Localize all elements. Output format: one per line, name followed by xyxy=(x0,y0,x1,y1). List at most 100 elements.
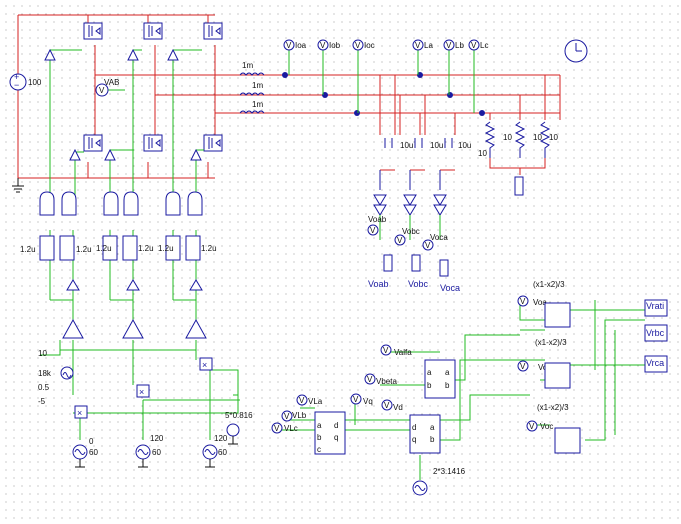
resistor-1-value: 10 xyxy=(503,133,512,142)
deadtime-1: 1.2u xyxy=(20,245,36,254)
dq-transform-block xyxy=(409,414,441,454)
cap-3-value: 10u xyxy=(458,141,471,150)
signal-voc: Voc xyxy=(540,422,553,431)
output-voltage-sensors[interactable]: V V V Voab Vobc Voca Voab Vobc Voca xyxy=(367,170,460,293)
sine-freq-a: 60 xyxy=(89,448,98,457)
deadtime-2: 1.2u xyxy=(76,245,92,254)
multiplier-b xyxy=(136,384,150,398)
svg-text:b: b xyxy=(430,435,435,444)
svg-text:a: a xyxy=(317,421,322,430)
neutral-probe[interactable] xyxy=(514,176,524,196)
svg-text:×: × xyxy=(139,387,144,397)
svg-text:V: V xyxy=(284,412,290,421)
output-vrbc: Vrbc xyxy=(646,328,665,338)
simulation-clock-icon[interactable] xyxy=(564,39,588,63)
svg-text:−: − xyxy=(14,80,19,90)
svg-text:V: V xyxy=(367,375,373,384)
svg-text:V: V xyxy=(415,41,421,50)
input-vlc: VLc xyxy=(284,424,298,433)
probe-iob: Iob xyxy=(329,41,341,50)
svg-text:V: V xyxy=(299,396,305,405)
dc-source-value: 100 xyxy=(28,78,42,87)
svg-text:V: V xyxy=(471,41,477,50)
gate-drive-components[interactable]: 1.2u 1.2u 1.2u 1.2u 1.2u 1.2u 10 18k 0.5… xyxy=(20,48,253,468)
inverse-transform-block xyxy=(424,359,456,399)
svg-text:V: V xyxy=(383,346,389,355)
carrier-frequency: 18k xyxy=(38,369,52,378)
meter-vobc: Vobc xyxy=(408,279,429,289)
sine-freq-b: 60 xyxy=(152,448,161,457)
output-inductors[interactable]: 1m 1m 1m xyxy=(239,61,265,114)
math-block-2 xyxy=(544,362,571,389)
svg-text:d: d xyxy=(334,421,338,430)
mosfet-q6 xyxy=(143,134,163,152)
svg-text:q: q xyxy=(412,435,416,444)
mosfet-switches[interactable] xyxy=(83,22,223,152)
modulation-index: 5*0.816 xyxy=(225,411,253,420)
resistor-3-value: 10 xyxy=(549,133,558,142)
deadtime-6: 1.2u xyxy=(201,244,217,253)
deadtime-4: 1.2u xyxy=(138,244,154,253)
inductor-3-value: 1m xyxy=(252,100,263,109)
multiplier-c xyxy=(199,357,213,371)
svg-text:+: + xyxy=(14,72,19,82)
ammeter-probes[interactable]: V V V V V V Ioa Iob Ioc La Lb Lc xyxy=(282,39,488,116)
input-vlb: VLb xyxy=(292,411,307,420)
sine-phase-b: 120 xyxy=(150,434,164,443)
probe-voca: Voca xyxy=(430,233,448,242)
svg-text:q: q xyxy=(334,433,338,442)
math-block-1 xyxy=(544,302,571,328)
gate-drive-wiring xyxy=(40,49,240,440)
probe-lb: Lb xyxy=(455,41,464,50)
output-vrca: Vrca xyxy=(646,358,664,368)
voltmeter-vab[interactable]: V VAB xyxy=(95,78,125,97)
mosfet-q4 xyxy=(83,134,103,152)
probe-ioc: Ioc xyxy=(364,41,375,50)
svg-text:b: b xyxy=(427,381,432,390)
svg-text:V: V xyxy=(355,41,361,50)
inductor-1-value: 1m xyxy=(242,61,253,70)
mosfet-q5 xyxy=(203,22,223,40)
svg-text:V: V xyxy=(529,422,535,431)
load-resistors[interactable]: 10 10 10 10 xyxy=(478,121,558,196)
carrier-offset: -5 xyxy=(38,397,46,406)
signal-voa: Voa xyxy=(533,298,547,307)
svg-text:V: V xyxy=(446,41,452,50)
deadtime-5: 1.2u xyxy=(158,244,174,253)
sine-phase-a: 0 xyxy=(89,437,94,446)
abc-to-alfabeta-block xyxy=(314,411,346,455)
svg-text:×: × xyxy=(77,408,82,418)
probe-ioa: Ioa xyxy=(295,41,307,50)
mosfet-q1 xyxy=(83,22,103,40)
vab-label: VAB xyxy=(104,78,119,87)
sine-phase-c: 120 xyxy=(214,434,228,443)
svg-text:V: V xyxy=(520,362,526,371)
svg-text:V: V xyxy=(99,86,105,95)
resistor-4-value: 10 xyxy=(478,149,487,158)
svg-text:V: V xyxy=(384,401,390,410)
svg-text:a: a xyxy=(430,423,435,432)
filter-capacitors[interactable]: 10u 10u 10u xyxy=(384,138,471,150)
deadtime-3: 1.2u xyxy=(96,244,112,253)
probe-vobc: Vobc xyxy=(402,227,420,236)
carrier-amplitude: 10 xyxy=(38,349,47,358)
signal-valfa: Valfa xyxy=(394,348,412,357)
mosfet-q3 xyxy=(143,22,163,40)
meter-voca: Voca xyxy=(440,283,460,293)
svg-text:a: a xyxy=(445,368,450,377)
expr-2: (x1-x2)/3 xyxy=(535,338,567,347)
svg-text:V: V xyxy=(397,236,403,245)
cap-1-value: 10u xyxy=(400,141,413,150)
cap-2-value: 10u xyxy=(430,141,443,150)
signal-vbeta: Vbeta xyxy=(376,377,397,386)
expr-3: (x1-x2)/3 xyxy=(537,403,569,412)
expr-1: (x1-x2)/3 xyxy=(533,280,565,289)
multiplier-a xyxy=(74,405,88,419)
ground-symbol xyxy=(12,178,24,193)
probe-voab: Voab xyxy=(368,215,387,224)
svg-text:V: V xyxy=(286,41,292,50)
signal-vd: Vd xyxy=(393,403,403,412)
dc-voltage-source[interactable]: + − 100 xyxy=(9,72,42,91)
